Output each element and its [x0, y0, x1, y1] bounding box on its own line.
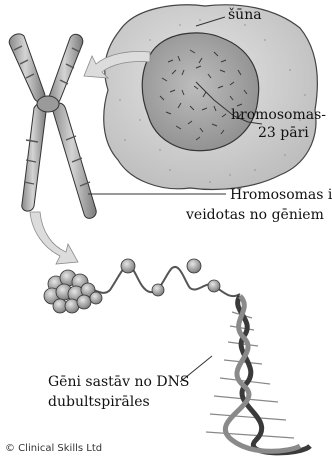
arrow-chromosome-to-genes — [30, 212, 78, 264]
label-chromosome-pairs-line2: 23 pāri — [258, 125, 309, 142]
cell-nucleus — [142, 33, 258, 151]
label-chromosome-genes-line2: veidotas no gēniem — [186, 207, 324, 224]
label-dna-line1: Gēni sastāv no DNS — [48, 374, 189, 391]
chromosome — [9, 34, 96, 218]
dna-double-helix — [206, 296, 310, 453]
label-chromosome-genes-line1: Hromosomas ir — [230, 187, 332, 204]
label-chromosome-pairs-line1: hromosomas- — [231, 107, 326, 124]
label-dna-line2: dubultspirāles — [48, 394, 150, 411]
label-cell: šūna — [228, 7, 262, 24]
gene-strand — [44, 259, 240, 313]
copyright-credit: © Clinical Skills Ltd — [5, 443, 102, 454]
